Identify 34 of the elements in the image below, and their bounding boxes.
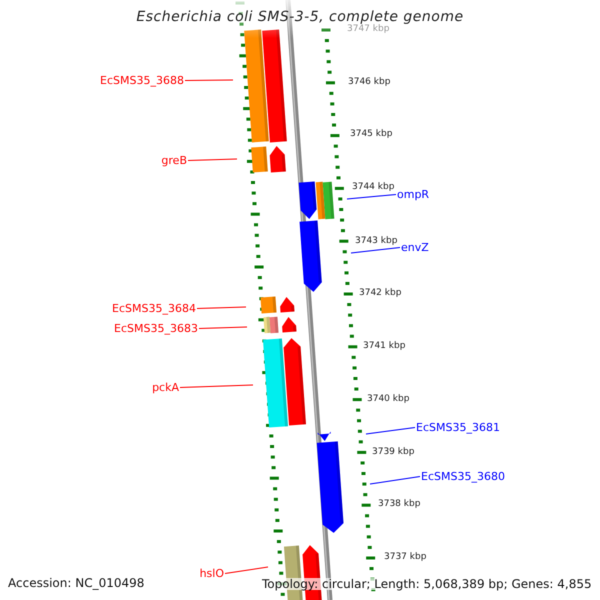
gene-label: EcSMS35_3684 [112, 303, 196, 314]
leader-line [198, 326, 248, 329]
scale-label: 3737 kbp [384, 553, 426, 562]
scale-label: 3746 kbp [348, 78, 390, 87]
leader-line [346, 194, 396, 200]
scale-label: 3744 kbp [352, 183, 394, 192]
scale-label: 3740 kbp [367, 395, 410, 404]
genome-stats-text: Topology: circular; Length: 5,068,389 bp; Genes: 4,855 [262, 578, 592, 590]
gene-label: pckA [152, 382, 179, 393]
leader-line [188, 158, 238, 161]
leader-line [180, 384, 254, 388]
scale-label: 3741 kbp [363, 342, 406, 351]
gene-label: EcSMS35_3680 [421, 471, 505, 482]
scale-label: 3738 kbp [378, 500, 420, 509]
gene-label: envZ [401, 242, 429, 253]
scale-label: 3739 kbp [372, 448, 414, 457]
gene-label: EcSMS35_3681 [416, 422, 500, 433]
gene-label: EcSMS35_3688 [100, 75, 184, 86]
scale-label: 3745 kbp [350, 130, 392, 139]
gene-label: ompR [397, 189, 430, 200]
leader-line [196, 306, 246, 309]
leader-line [224, 566, 268, 574]
scale-label: 3747 kbp [347, 25, 390, 34]
gene-label: greB [161, 155, 187, 166]
map-title: Escherichia coli SMS-3-5, complete genome [135, 10, 465, 24]
leader-line [184, 80, 234, 81]
gene-label: hslO [200, 568, 224, 579]
leader-line [370, 476, 420, 484]
scale-label: 3742 kbp [359, 289, 402, 298]
leader-line [366, 427, 416, 434]
scale-label: 3743 kbp [355, 237, 398, 246]
leader-line [350, 247, 400, 254]
gene-label: EcSMS35_3683 [114, 323, 198, 334]
accession-text: Accession: NC_010498 [8, 577, 144, 589]
